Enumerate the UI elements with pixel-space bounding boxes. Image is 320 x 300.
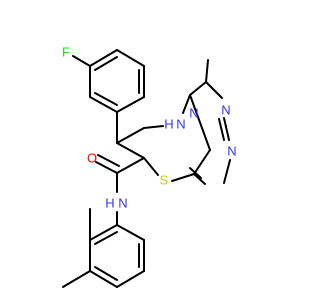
atom-n-triazole-right: N — [227, 144, 236, 159]
atom-nh: H N — [164, 117, 185, 132]
atom-n-triazole-top: N — [221, 103, 230, 118]
atom-o: O — [87, 151, 97, 166]
triazole-ring — [189, 59, 231, 185]
bond-c-f — [72, 55, 91, 67]
fluorophenyl-ring — [89, 49, 145, 113]
atom-n-amide: N — [118, 196, 127, 211]
chemical-structure: F H N N N N O S N H — [62, 45, 237, 288]
atom-s: S — [160, 173, 169, 188]
amide-group — [95, 154, 145, 193]
atom-f: F — [62, 45, 70, 60]
thiadiazine-ring — [116, 94, 195, 182]
atom-n-fused: N — [189, 106, 198, 121]
atom-h-amide: H — [105, 196, 114, 211]
dimethylphenyl-ring — [89, 224, 145, 288]
bond-para-methyl — [62, 270, 91, 288]
